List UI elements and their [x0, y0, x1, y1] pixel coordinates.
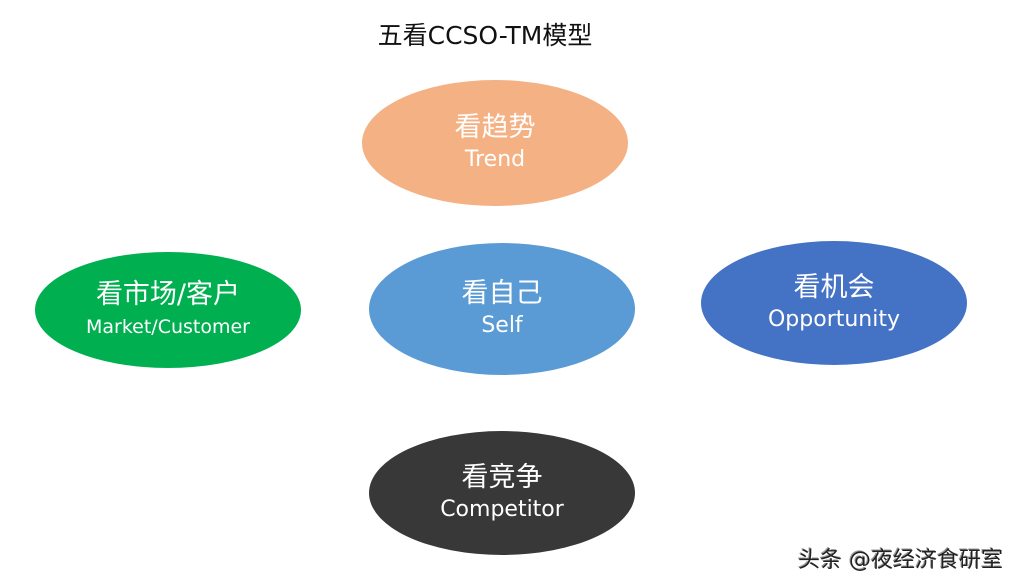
node-self-en: Self — [481, 313, 523, 338]
node-self: 看自己 Self — [369, 243, 635, 375]
node-market-en: Market/Customer — [85, 316, 250, 338]
node-competitor-cn: 看竞争 — [461, 462, 543, 493]
node-opportunity: 看机会 Opportunity — [701, 241, 967, 365]
node-market-cn: 看市场/客户 — [95, 279, 241, 310]
node-competitor: 看竞争 Competitor — [369, 431, 635, 555]
watermark: 头条 @夜经济食研室 — [798, 548, 1003, 573]
node-market: 看市场/客户 Market/Customer — [35, 252, 301, 368]
node-competitor-en: Competitor — [440, 497, 564, 522]
diagram-title: 五看CCSO-TM模型 — [377, 21, 593, 50]
node-trend-cn: 看趋势 — [454, 112, 536, 143]
node-trend-en: Trend — [464, 147, 526, 172]
node-self-cn: 看自己 — [461, 278, 543, 309]
node-trend: 看趋势 Trend — [362, 80, 628, 206]
node-opportunity-cn: 看机会 — [793, 272, 875, 303]
node-opportunity-en: Opportunity — [767, 307, 901, 332]
